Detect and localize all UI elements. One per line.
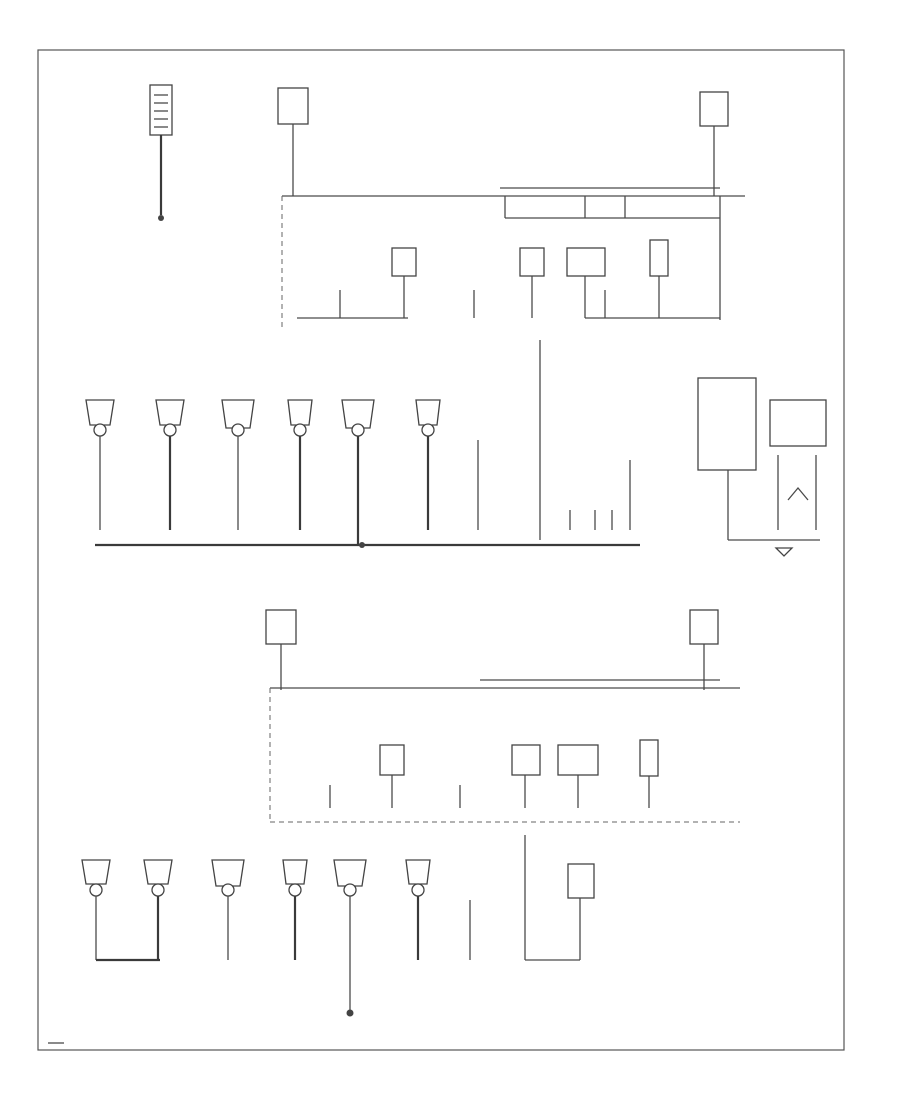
module-top-right xyxy=(699,91,729,196)
fuse-block-bottom xyxy=(269,679,740,960)
ground-point-main xyxy=(95,542,640,548)
ground-point-lower xyxy=(96,958,354,1017)
lamp-socket-row-lower xyxy=(81,859,595,1010)
diagram-frame xyxy=(37,49,845,1051)
module-top-left xyxy=(277,87,309,196)
battery-component xyxy=(149,84,173,221)
module-mid-left xyxy=(265,609,297,690)
module-right-pair xyxy=(697,377,827,557)
lamp-socket-row-upper xyxy=(85,399,631,545)
module-mid-right xyxy=(689,609,719,690)
fuse-block-top xyxy=(281,187,745,540)
